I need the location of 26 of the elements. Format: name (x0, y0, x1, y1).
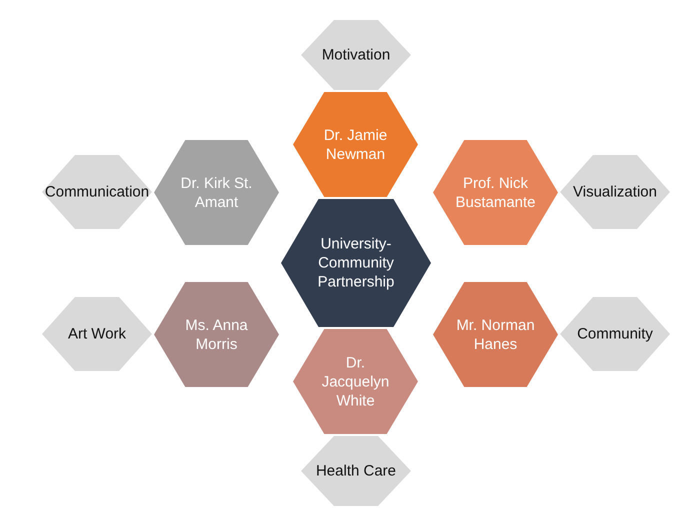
tag-label: Art Work (66, 324, 128, 344)
hexagon-node (281, 199, 431, 327)
tag-hexagon (301, 436, 411, 506)
tag-hexagon (42, 155, 152, 229)
hexagon-node (154, 282, 279, 387)
hexagon-node (433, 140, 558, 245)
tag-hexagon (42, 297, 152, 371)
node-label: Mr. Norman Hanes (455, 316, 536, 354)
tag-hexagon (301, 20, 411, 90)
tag-label: Health Care (314, 462, 398, 480)
tag-label: Communication (44, 182, 150, 202)
node-label: Dr. Jamie Newman (322, 126, 388, 164)
hexagon-node (293, 92, 418, 197)
node-label: University-Community Partnership (316, 234, 396, 292)
hexagon-node (293, 329, 418, 434)
node-label: Dr. Jacquelyn White (320, 353, 390, 410)
node-label: Dr. Kirk St. Amant (180, 174, 254, 212)
node-label: Ms. Anna Morris (184, 316, 249, 354)
tag-label: Visualization (572, 182, 658, 202)
tag-label: Community (576, 324, 654, 344)
hexagon-node (154, 140, 279, 245)
tag-hexagon (560, 297, 670, 371)
hexagon-node (433, 282, 558, 387)
tag-label: Motivation (320, 46, 392, 64)
tag-hexagon (560, 155, 670, 229)
node-label: Prof. Nick Bustamante (454, 174, 537, 212)
